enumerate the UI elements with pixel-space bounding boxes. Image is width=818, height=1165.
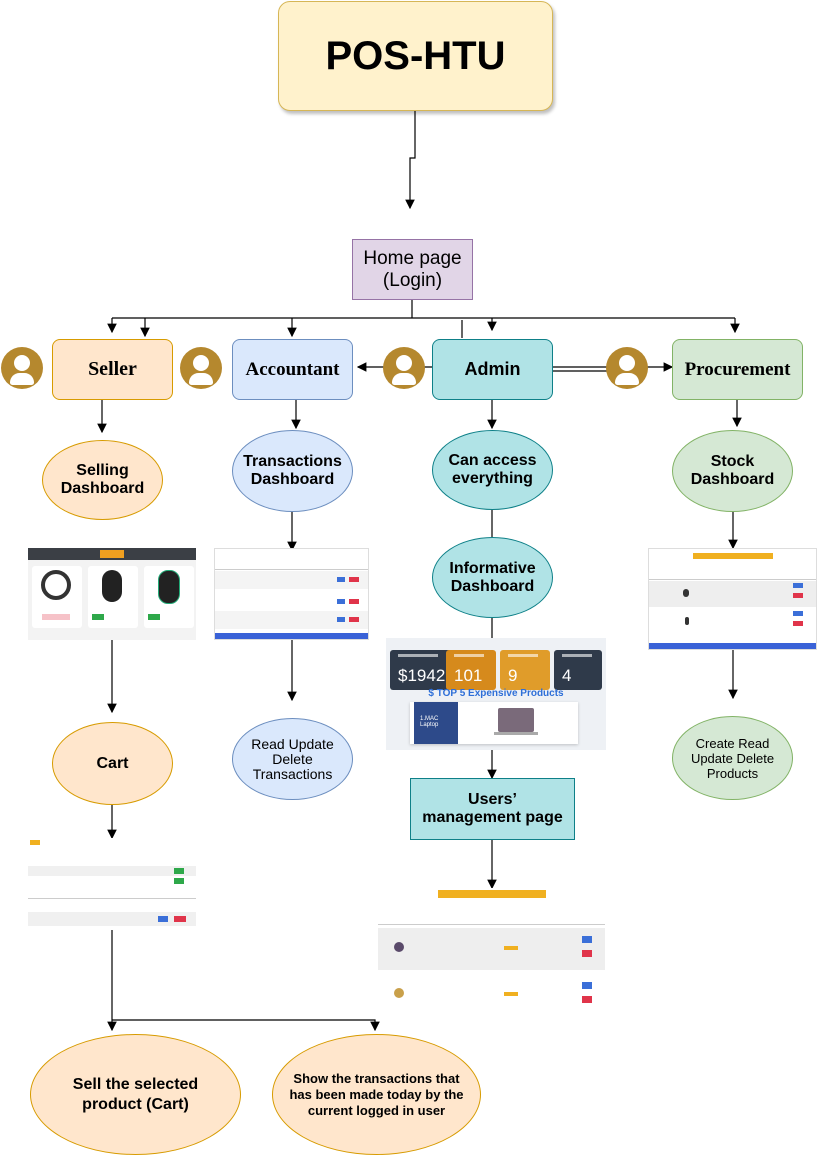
seller-box: Seller (52, 339, 173, 400)
informative-dashboard-node: Informative Dashboard (432, 537, 553, 618)
stat-value-stock: 9 (508, 666, 518, 685)
stat-value-users: 4 (562, 666, 572, 685)
seller-label: Seller (88, 358, 137, 380)
rud-transactions-label: Read Update Delete Transactions (251, 735, 334, 782)
stat-value-products: 101 (454, 666, 483, 685)
cart-screenshot (28, 838, 196, 930)
procurement-label: Procurement (684, 358, 791, 380)
stock-dashboard-screenshot (648, 548, 817, 650)
top5-product-label: 1.MAC Laptop (414, 702, 458, 744)
accountant-box: Accountant (232, 339, 353, 400)
transactions-dashboard-screenshot (214, 548, 369, 640)
stock-dashboard-node: Stock Dashboard (672, 430, 793, 512)
can-access-everything-label: Can access everything (448, 452, 537, 487)
title-box: POS-HTU (278, 1, 553, 111)
home-page-label: Home page (363, 247, 462, 269)
sell-selected-label: Sell the selected product (Cart) (72, 1075, 199, 1113)
accountant-user-icon (180, 347, 222, 389)
users-management-node: Users’ management page (410, 778, 575, 840)
show-transactions-node: Show the transactions that has been made… (272, 1034, 481, 1155)
admin-user-icon (383, 347, 425, 389)
home-page-sublabel: (Login) (382, 269, 443, 291)
home-page-box: Home page (Login) (352, 239, 473, 300)
cart-label: Cart (96, 754, 129, 772)
informative-dashboard-screenshot: $19427 101 9 4 $ TOP 5 Expensive Product… (386, 638, 606, 750)
selling-dashboard-screenshot (28, 548, 196, 640)
rud-transactions-node: Read Update Delete Transactions (232, 718, 353, 800)
transactions-dashboard-node: Transactions Dashboard (232, 430, 353, 512)
show-transactions-label: Show the transactions that has been made… (289, 1070, 464, 1118)
title-text: POS-HTU (325, 33, 506, 78)
stock-dashboard-label: Stock Dashboard (690, 453, 775, 488)
transactions-dashboard-label: Transactions Dashboard (243, 453, 342, 488)
cart-node: Cart (52, 722, 173, 805)
seller-user-icon (1, 347, 43, 389)
stat-value-sales: $19427 (398, 666, 455, 685)
procurement-user-icon (606, 347, 648, 389)
users-management-screenshot (378, 888, 605, 1013)
can-access-everything-node: Can access everything (432, 430, 553, 510)
procurement-box: Procurement (672, 339, 803, 400)
top5-heading: $ TOP 5 Expensive Products (428, 688, 564, 699)
informative-dashboard-label: Informative Dashboard (449, 559, 536, 595)
accountant-label: Accountant (245, 358, 340, 380)
crud-products-label: Create Read Update Delete Products (690, 735, 775, 781)
crud-products-node: Create Read Update Delete Products (672, 716, 793, 800)
sell-selected-node: Sell the selected product (Cart) (30, 1034, 241, 1155)
admin-label: Admin (464, 359, 521, 379)
users-management-label: Users’ management page (422, 791, 563, 826)
selling-dashboard-label: Selling Dashboard (60, 462, 145, 497)
selling-dashboard-node: Selling Dashboard (42, 440, 163, 520)
admin-box: Admin (432, 339, 553, 400)
